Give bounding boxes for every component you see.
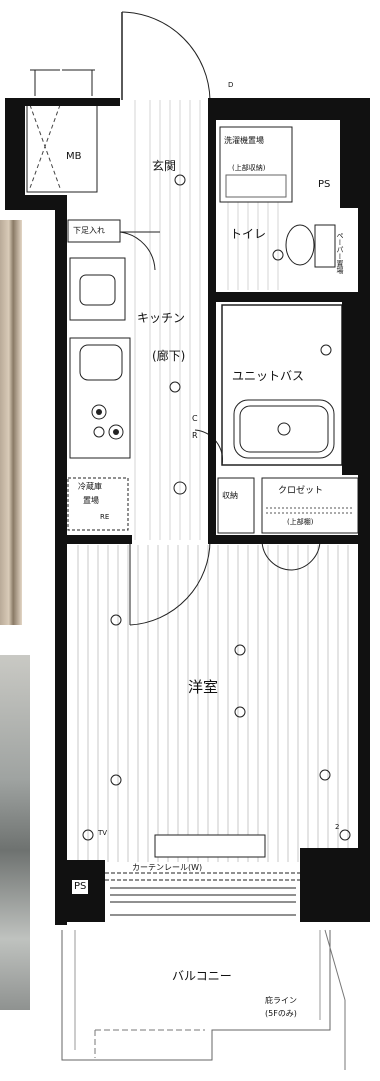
balcony-label: バルコニー <box>172 969 232 983</box>
cr-r-label: R <box>192 431 198 440</box>
wall-bottom-right <box>300 848 370 922</box>
interior-photo-top <box>0 220 22 625</box>
eave-note-label: (5Fのみ) <box>265 1009 297 1018</box>
wall-top-right <box>208 98 350 120</box>
ps-top-label: PS <box>318 179 331 190</box>
toilet-note-label: ペーパー置場 <box>336 232 344 274</box>
wall-left-top <box>5 195 67 210</box>
circle-d-label: D <box>228 81 234 89</box>
ps-bottom-label: PS <box>72 880 89 894</box>
wall-top-left <box>5 98 120 106</box>
toilet-label: トイレ <box>230 227 267 241</box>
wall-room-top <box>62 535 132 544</box>
shoe-box-label: 下足入れ <box>73 226 105 235</box>
wall-right <box>358 200 370 922</box>
eave-line-label: 庇ライン <box>265 996 297 1005</box>
wall-inner-right <box>208 118 216 538</box>
storage-label: 収納 <box>222 491 238 500</box>
outlet-2-label: 2 <box>335 823 340 831</box>
curtain-rail-label: カーテンレール(W) <box>132 863 203 872</box>
mb-label: MB <box>66 151 82 162</box>
entrance-label: 玄関 <box>152 159 177 173</box>
wall-top <box>5 98 25 210</box>
wall-bath-right <box>342 300 358 475</box>
closet-label: クロゼット <box>278 486 324 496</box>
washer-shelf-label: (上部収納) <box>232 164 266 172</box>
interior-photo-bottom <box>0 655 30 1010</box>
tv-label: TV <box>98 829 108 837</box>
wall-right-top <box>340 98 370 208</box>
western-room-label: 洋室 <box>188 678 219 696</box>
unit-bath-label: ユニットバス <box>232 369 305 383</box>
fridge-label-2: 置場 <box>83 496 99 505</box>
washer-space-label: 洗濯機置場 <box>224 136 264 145</box>
hallway-label: (廊下) <box>152 349 186 363</box>
cr-c-label: C <box>192 414 198 423</box>
wall-left <box>55 205 67 925</box>
kitchen-label: キッチン <box>137 311 186 325</box>
wall-room-top-r <box>208 535 363 544</box>
closet-shelf-label: (上部棚) <box>287 518 314 526</box>
re-label: RE <box>100 513 110 521</box>
fridge-label-1: 冷蔵庫 <box>78 482 102 491</box>
wall-bath-top <box>216 292 358 302</box>
